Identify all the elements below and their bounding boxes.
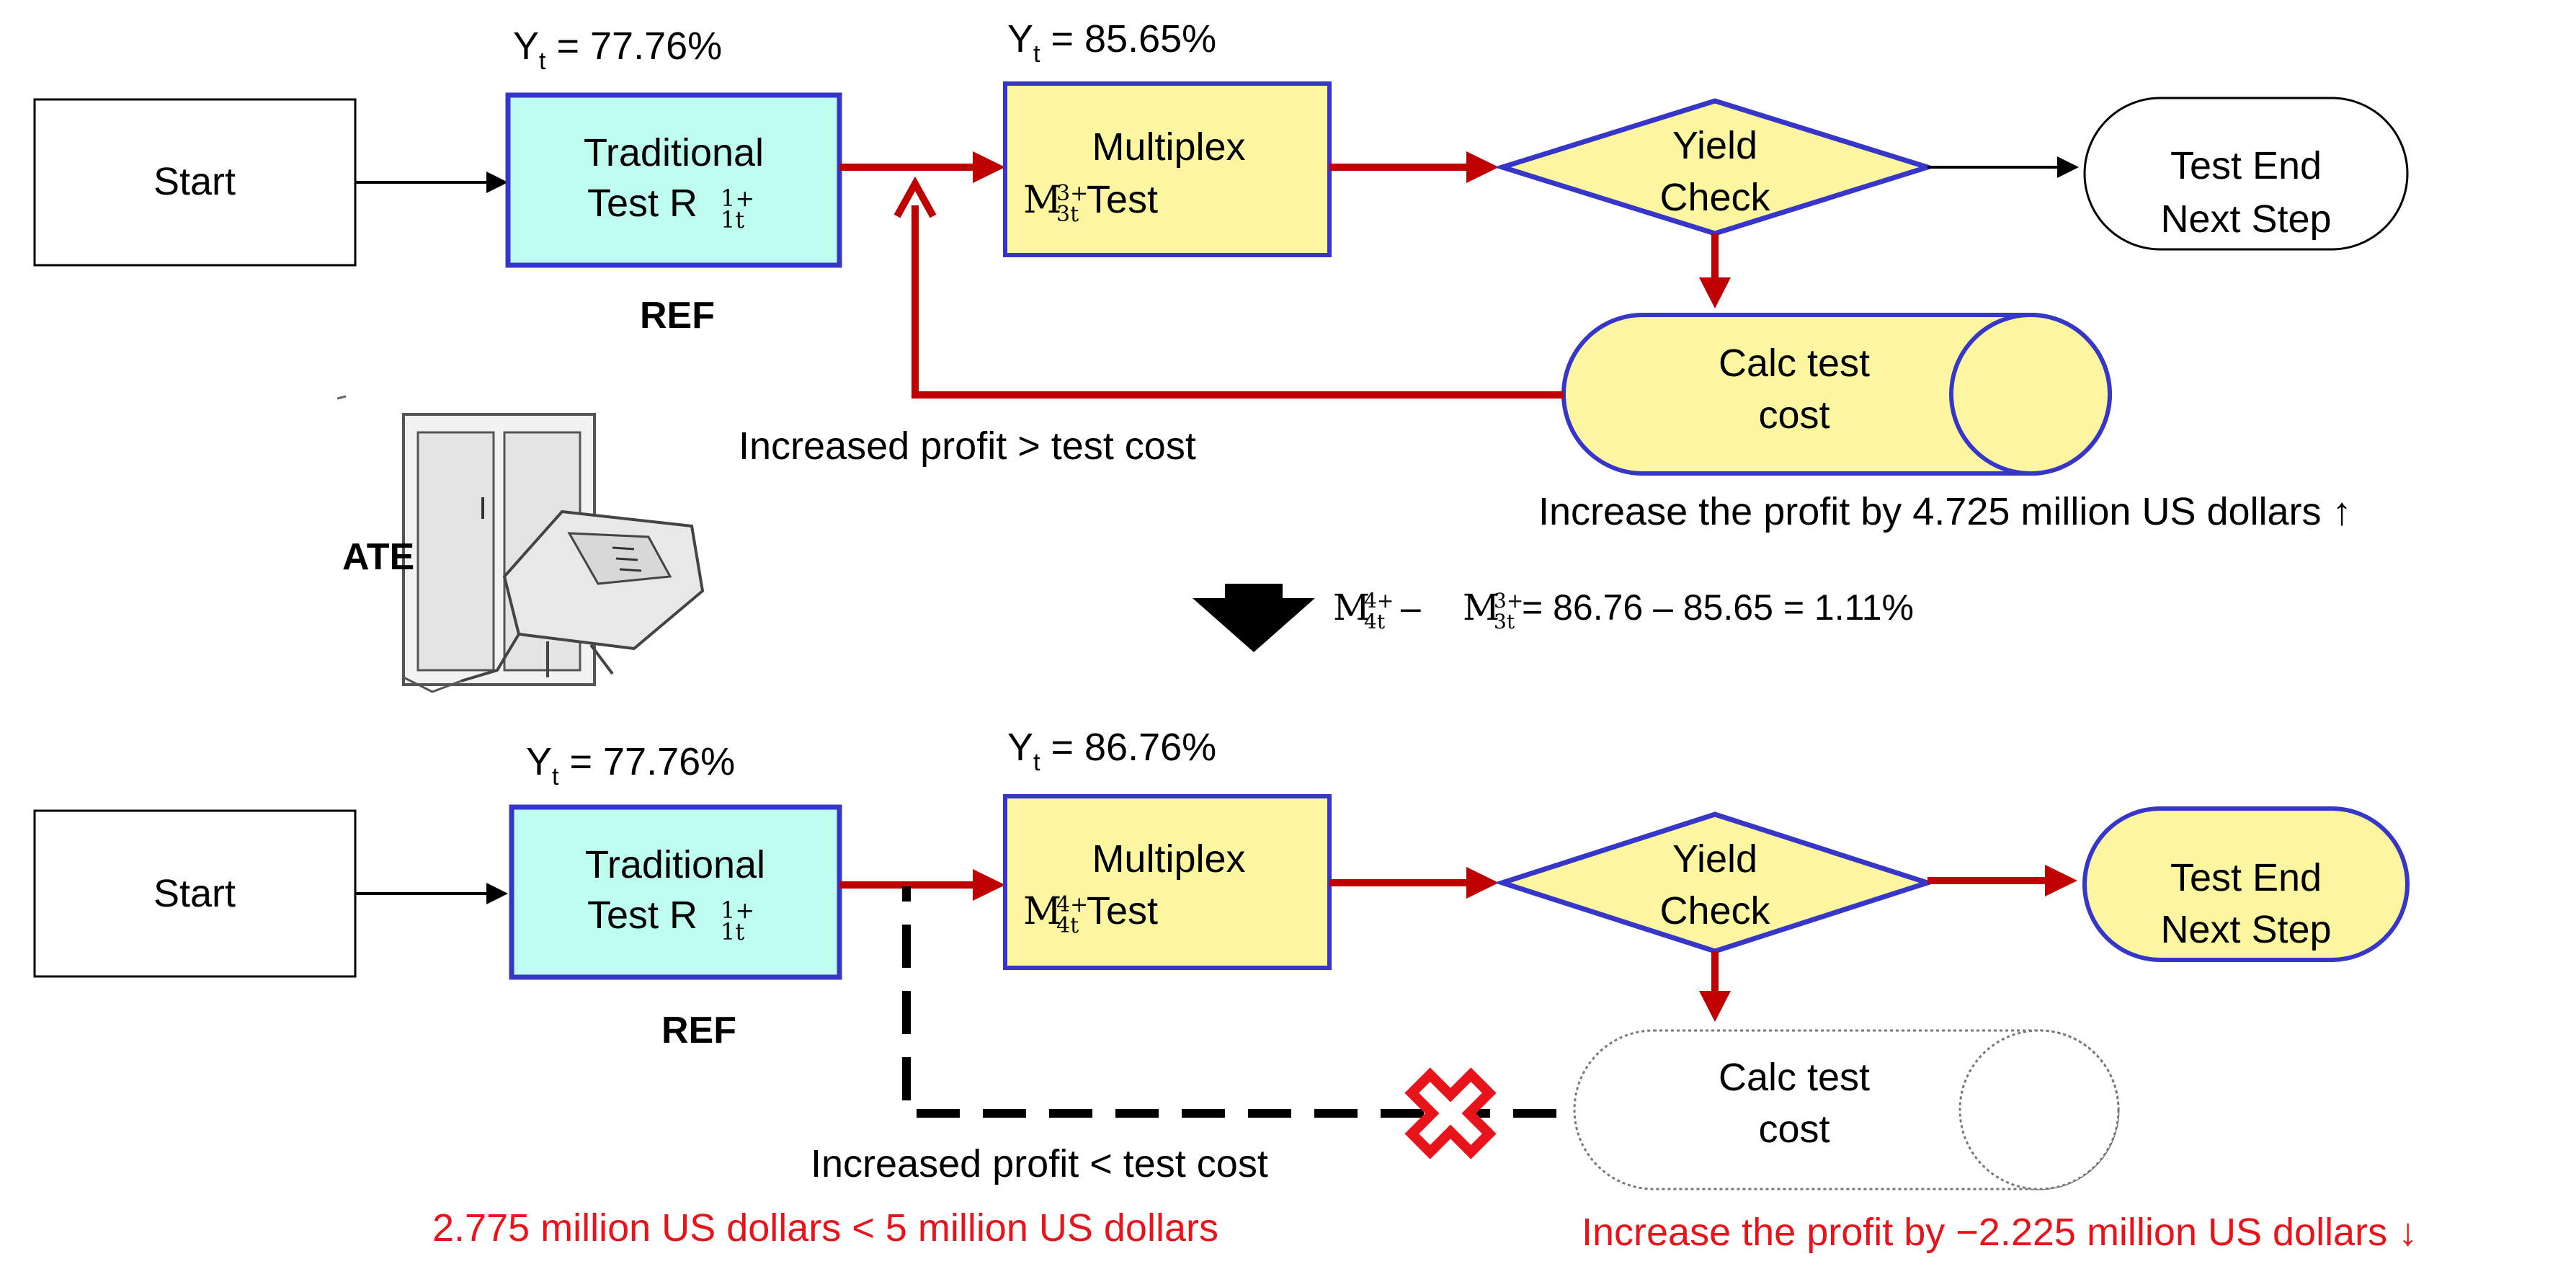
- bottom-trad-sub: 1t: [721, 918, 744, 945]
- svg-text:4t: 4t: [1364, 610, 1386, 633]
- bottom-test-end-node: Test End Next Step: [2082, 806, 2410, 962]
- top-multi-sup: 3+: [1056, 181, 1088, 206]
- top-trad-yield: Yt = 77.76%: [513, 25, 722, 75]
- bottom-trad-line1: Traditional: [585, 843, 765, 886]
- bottom-trad-line2: Test R: [587, 894, 698, 937]
- top-trad-line2: Test R: [587, 182, 698, 225]
- bottom-calc-line1: Calc test: [1719, 1056, 1870, 1099]
- bottom-multi-line1: Multiplex: [1092, 837, 1245, 881]
- svg-text:4+: 4+: [1364, 589, 1394, 613]
- bottom-yield-line2: Check: [1659, 889, 1770, 932]
- bottom-arrowhead-trad-multi: [973, 869, 1005, 901]
- top-start-label: Start: [153, 160, 236, 203]
- top-start-node: Start: [33, 98, 357, 267]
- top-calc-cost-node: Calc test cost: [1561, 313, 2112, 476]
- top-end-line2: Next Step: [2160, 197, 2331, 241]
- top-arrowhead-start-trad: [486, 172, 508, 193]
- bottom-arrowhead-multi-yield: [1466, 867, 1499, 899]
- top-traditional-test-node: Traditional Test R 1+ 1t: [505, 92, 842, 268]
- top-yield-check-node: Yield Check: [1494, 98, 1936, 236]
- top-arrowhead-multi-yield: [1466, 151, 1499, 183]
- top-multiplex-test-node: Multiplex M 3+ 3t Test: [1003, 81, 1332, 257]
- bottom-multiplex-test-node: Multiplex M 4+ 4t Test: [1003, 794, 1332, 970]
- blocked-x-icon: [1404, 1067, 1497, 1159]
- ate-label: ATE: [342, 536, 414, 578]
- bottom-multi-sub: 4t: [1056, 913, 1079, 938]
- bottom-start-label: Start: [153, 872, 236, 915]
- top-arrowhead-yield-end: [2057, 156, 2079, 178]
- yield-difference-formula: M 4+ 4t – M 3+ 3t = 86.76 – 85.65 = 1.11…: [1333, 587, 1914, 633]
- top-feedback-arrowhead: [893, 176, 937, 218]
- top-profit-note: Increase the profit by 4.725 million US …: [1538, 490, 2352, 533]
- bottom-arrowhead-yield-calc: [1699, 991, 1731, 1022]
- svg-text:M: M: [1333, 587, 1370, 628]
- top-yield-line2: Check: [1659, 176, 1770, 219]
- ate-machine-image: [337, 395, 705, 693]
- top-arrowhead-yield-calc: [1699, 277, 1731, 308]
- svg-text:–: –: [1391, 587, 1431, 628]
- bottom-yield-line1: Yield: [1672, 837, 1757, 881]
- bottom-multi-line2: Test: [1087, 889, 1158, 932]
- bottom-trad-sup: 1+: [721, 896, 754, 924]
- bottom-end-line2: Next Step: [2160, 908, 2331, 951]
- bottom-flow: Start Yt = 77.76% Traditional Test R 1+ …: [33, 726, 2417, 1254]
- bottom-arrowhead-start-trad: [486, 883, 508, 904]
- top-ref-label: REF: [640, 295, 715, 337]
- top-arrowhead-trad-multi: [973, 151, 1005, 183]
- top-flow: Start Yt = 77.76% Traditional Test R 1+ …: [33, 17, 2409, 533]
- transition-down-arrow-icon: [1193, 584, 1315, 652]
- bottom-calc-line2: cost: [1758, 1108, 1830, 1151]
- svg-text:M: M: [1463, 587, 1499, 628]
- bottom-yield-check-node: Yield Check: [1494, 811, 1936, 954]
- bottom-trad-yield: Yt = 77.76%: [526, 740, 735, 791]
- svg-text:3t: 3t: [1494, 610, 1515, 633]
- top-calc-line1: Calc test: [1719, 342, 1870, 385]
- top-trad-line1: Traditional: [584, 131, 764, 174]
- top-multi-line1: Multiplex: [1092, 125, 1245, 169]
- svg-text:3+: 3+: [1494, 589, 1523, 613]
- bottom-multi-sym: M: [1023, 890, 1061, 933]
- middle-section: ATE M 4+ 4t – M 3+ 3t = 86.76 – 85.65 = …: [337, 395, 1914, 693]
- bottom-profit-note: Increase the profit by −2.225 million US…: [1582, 1211, 2417, 1254]
- bottom-arrowhead-yield-end: [2045, 865, 2077, 896]
- top-calc-line2: cost: [1758, 393, 1830, 437]
- bottom-calc-cost-node: Calc test cost: [1573, 1029, 2120, 1190]
- top-multi-line2: Test: [1087, 178, 1158, 221]
- top-end-line1: Test End: [2170, 144, 2322, 187]
- bottom-feedback-label: Increased profit < test cost: [811, 1142, 1268, 1185]
- bottom-blocked-feedback-line: [902, 886, 1556, 1118]
- top-multi-sub: 3t: [1056, 202, 1079, 227]
- bottom-traditional-test-node: Traditional Test R 1+ 1t: [509, 804, 842, 980]
- top-test-end-node: Test End Next Step: [2083, 97, 2409, 251]
- bottom-multi-yield: Yt = 86.76%: [1007, 726, 1216, 776]
- top-feedback-loop: [912, 205, 1564, 399]
- top-feedback-label: Increased profit > test cost: [739, 424, 1196, 468]
- bottom-compare-note: 2.775 million US dollars < 5 million US …: [432, 1206, 1218, 1250]
- bottom-start-node: Start: [33, 809, 357, 978]
- top-yield-line1: Yield: [1672, 124, 1757, 167]
- bottom-multi-sup: 4+: [1056, 892, 1088, 917]
- top-trad-sub: 1t: [721, 206, 744, 233]
- bottom-ref-label: REF: [661, 1010, 736, 1051]
- svg-text:= 86.76 – 85.65 = 1.11%: = 86.76 – 85.65 = 1.11%: [1522, 587, 1914, 628]
- top-trad-sup: 1+: [721, 184, 754, 212]
- bottom-end-line1: Test End: [2170, 856, 2322, 899]
- top-multi-sym: M: [1023, 179, 1061, 222]
- top-multi-yield: Yt = 85.65%: [1007, 17, 1216, 68]
